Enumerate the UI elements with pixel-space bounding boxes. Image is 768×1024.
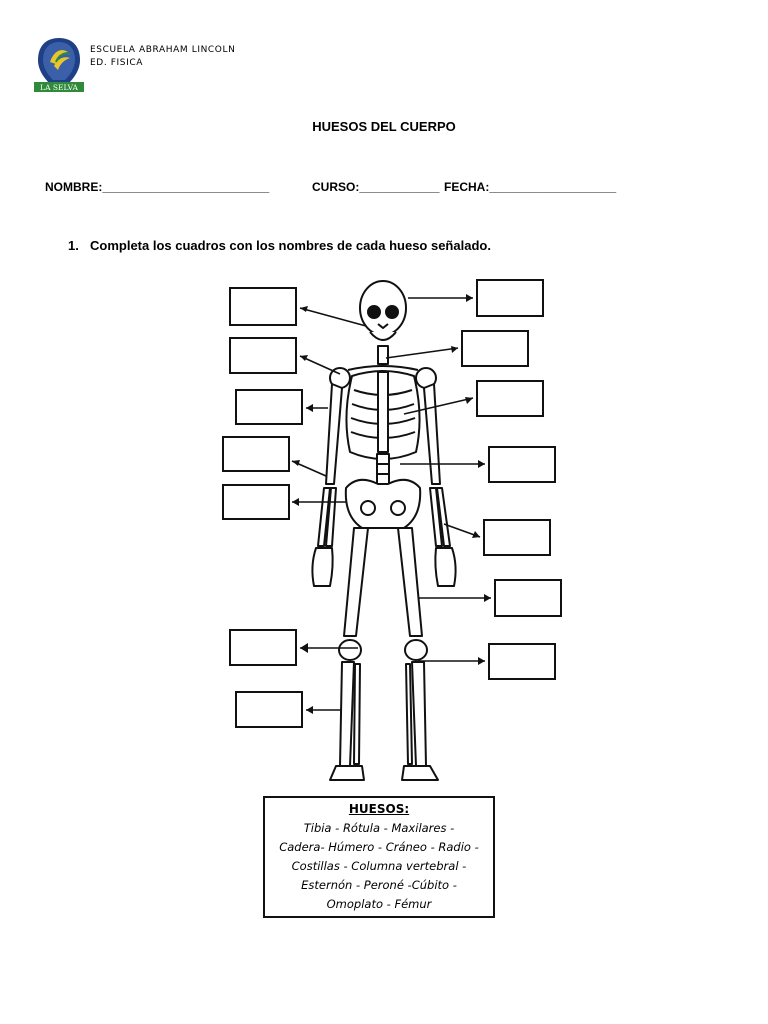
label-box-10 (476, 380, 544, 417)
fecha-field[interactable]: FECHA:___________________ (444, 180, 617, 194)
label-box-1 (229, 287, 297, 326)
bones-legend: HUESOS: Tibia - Rótula - Maxilares - Cad… (263, 796, 495, 918)
label-box-8 (476, 279, 544, 317)
legend-heading: HUESOS: (348, 802, 410, 816)
label-box-4 (222, 436, 290, 472)
label-box-12 (483, 519, 551, 556)
label-box-14 (488, 643, 556, 680)
instruction-number: 1. (68, 238, 79, 253)
label-box-11 (488, 446, 556, 483)
legend-line: Tibia - Rótula - Maxilares - (303, 821, 455, 835)
label-box-9 (461, 330, 529, 367)
instruction: 1. Completa los cuadros con los nombres d… (68, 238, 491, 253)
skeleton-diagram (222, 279, 562, 781)
legend-line: Cadera- Húmero - Cráneo - Radio - (279, 840, 479, 854)
department-name: ED. FISICA (90, 58, 143, 68)
label-box-2 (229, 337, 297, 374)
page-title: HUESOS DEL CUERPO (312, 119, 456, 134)
label-box-3 (235, 389, 303, 425)
legend-line: Esternón - Peroné -Cúbito - (301, 878, 457, 892)
label-box-13 (494, 579, 562, 617)
school-name: ESCUELA ABRAHAM LINCOLN (90, 45, 236, 55)
logo-text: LA SELVA (40, 83, 78, 92)
label-box-5 (222, 484, 290, 520)
label-box-6 (229, 629, 297, 666)
nombre-field[interactable]: NOMBRE:_________________________ (45, 180, 270, 194)
label-box-7 (235, 691, 303, 728)
legend-line: Omoplato - Fémur (326, 897, 432, 911)
legend-line: Costillas - Columna vertebral - (291, 859, 467, 873)
curso-field[interactable]: CURSO:____________ (312, 180, 440, 194)
school-logo: LA SELVA (34, 38, 84, 92)
instruction-text: Completa los cuadros con los nombres de … (90, 238, 491, 253)
